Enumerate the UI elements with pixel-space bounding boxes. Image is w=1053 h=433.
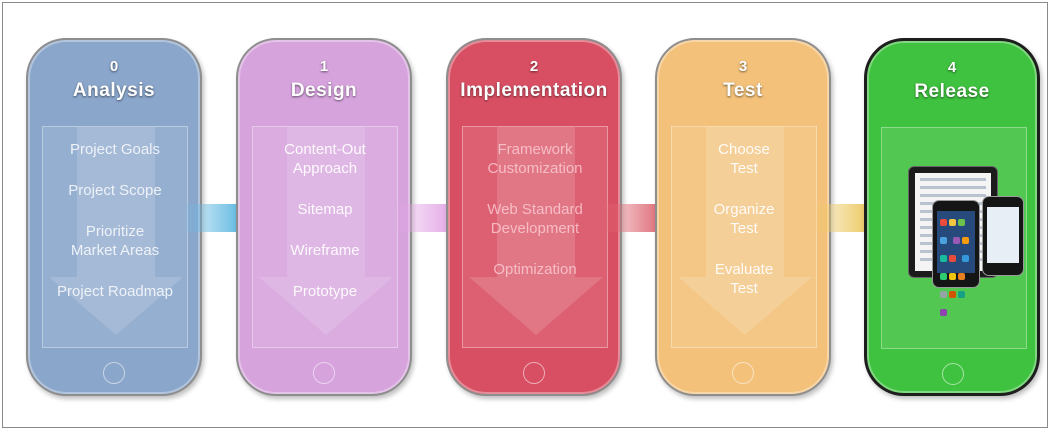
phase-screen: [671, 126, 817, 348]
phase-item: Wireframe: [290, 242, 360, 259]
phone-icon: [982, 196, 1024, 276]
phase-item: Optimization: [493, 261, 577, 278]
phase-item: Project Scope: [68, 182, 162, 199]
phase-item: Content-Out Approach: [284, 141, 366, 177]
phase-item: Prioritize Market Areas: [70, 223, 160, 259]
tablet-and-phones-icon: [902, 156, 1024, 316]
phase-design: 1 Design Content-Out Approach Sitemap Wi…: [236, 38, 412, 396]
phase-item: Evaluate Test: [714, 261, 774, 297]
phase-title: Test: [723, 80, 763, 101]
home-button-icon: [732, 362, 754, 384]
phase-title: Design: [290, 80, 358, 101]
phase-item: Choose Test: [718, 141, 770, 177]
phase-screen: [252, 126, 398, 348]
phase-title: Implementation: [460, 80, 608, 101]
phase-screen: [42, 126, 188, 348]
phase-test: 3 Test Choose Test Organize Test Evaluat…: [655, 38, 831, 396]
phase-number: 1: [319, 58, 329, 75]
phase-item: Prototype: [292, 283, 358, 300]
phase-analysis: 0 Analysis Project Goals Project Scope P…: [26, 38, 202, 396]
home-button-icon: [523, 362, 545, 384]
home-button-icon: [942, 363, 964, 385]
phase-implementation: 2 Implementation Framework Customization…: [446, 38, 622, 396]
phase-number: 4: [947, 59, 957, 76]
phase-screen: [881, 127, 1027, 349]
home-button-icon: [103, 362, 125, 384]
phase-item: Sitemap: [297, 201, 353, 218]
phase-item: Web Standard Development: [487, 201, 583, 237]
phase-screen: [462, 126, 608, 348]
phase-items: Framework Customization Web Standard Dev…: [462, 140, 608, 301]
phase-items: Choose Test Organize Test Evaluate Test: [671, 140, 817, 320]
phase-title: Analysis: [72, 80, 156, 101]
phase-release: 4 Release: [864, 38, 1040, 396]
phase-number: 2: [529, 58, 539, 75]
phase-item: Project Goals: [69, 141, 161, 158]
phase-item: Framework Customization: [487, 141, 583, 177]
phase-items: Project Goals Project Scope Prioritize M…: [42, 140, 188, 323]
phase-number: 3: [738, 58, 748, 75]
phase-title: Release: [914, 81, 990, 102]
phase-items: Content-Out Approach Sitemap Wireframe P…: [252, 140, 398, 323]
home-button-icon: [313, 362, 335, 384]
phase-item: Project Roadmap: [57, 283, 173, 300]
phase-item: Organize Test: [713, 201, 775, 237]
phase-number: 0: [109, 58, 119, 75]
smartphone-icon: [932, 200, 980, 316]
